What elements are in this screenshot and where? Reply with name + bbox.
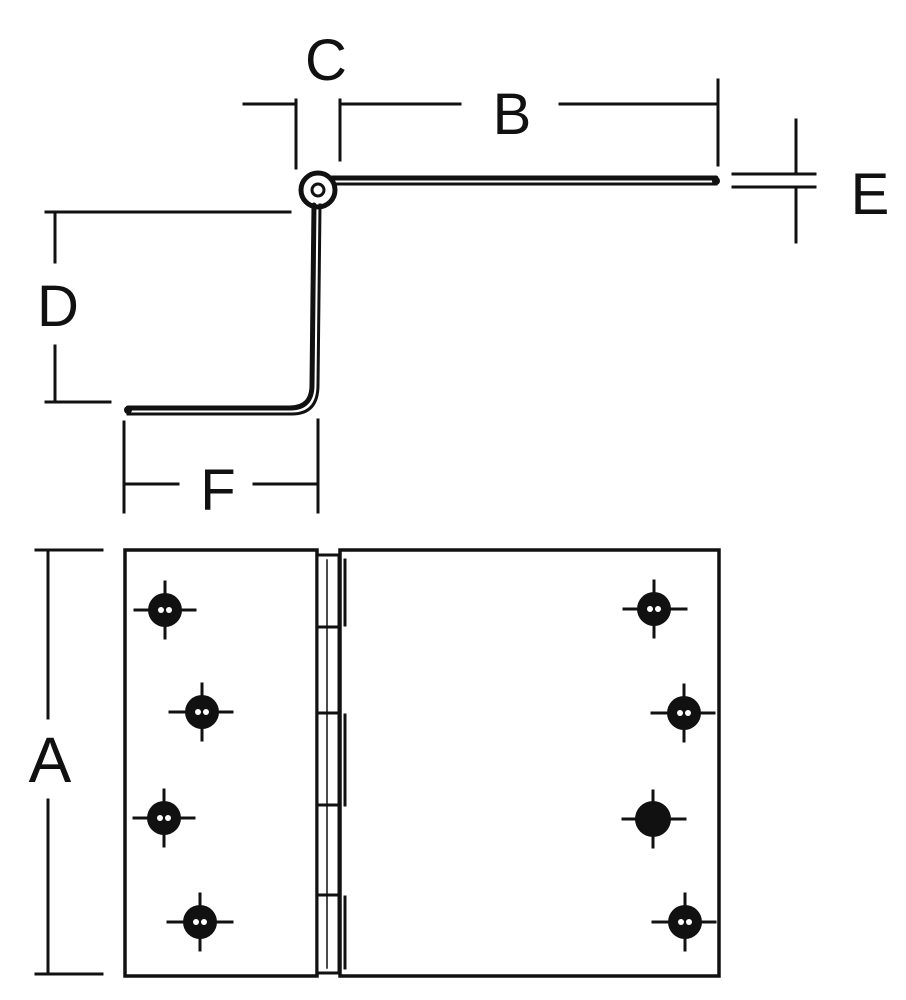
- dimension-d: D: [37, 210, 292, 404]
- dimension-f: F: [122, 418, 320, 523]
- left-leaf-holes: [132, 580, 234, 952]
- dimension-b: B: [338, 78, 720, 167]
- dimension-c: C: [242, 28, 347, 170]
- knuckle-segment: [315, 711, 341, 807]
- hinge-profile-view: C B E D: [37, 28, 889, 523]
- pin-icon: [310, 182, 326, 198]
- knuckle-segment: [315, 553, 341, 629]
- right-leaf-holes: [621, 579, 717, 952]
- screw-hole-icon: [621, 789, 687, 849]
- label-c: C: [305, 28, 347, 93]
- screw-hole-icon: [622, 579, 688, 639]
- knuckle-segment: [315, 803, 341, 897]
- leaf-end-dot: [124, 406, 132, 414]
- bent-leaf-profile: [125, 202, 317, 411]
- screw-hole-icon: [133, 580, 197, 640]
- screw-hole-icon: [166, 892, 234, 952]
- knuckle-segment: [315, 625, 341, 715]
- screw-hole-icon: [132, 788, 196, 848]
- dimension-a: A: [29, 548, 104, 976]
- screw-hole-icon: [168, 682, 234, 742]
- leaf-end-dot: [712, 177, 720, 185]
- label-e: E: [851, 162, 890, 227]
- bent-leaf-profile-inner: [126, 203, 322, 416]
- hinge-front-view: A: [29, 548, 721, 978]
- screw-hole-icon: [651, 892, 717, 952]
- screw-hole-icon: [650, 683, 716, 743]
- knuckle-segment: [315, 893, 341, 975]
- hinge-barrel: [315, 553, 347, 975]
- label-d: D: [37, 274, 79, 339]
- label-a: A: [29, 724, 72, 796]
- dimension-e: E: [731, 118, 890, 244]
- label-f: F: [200, 458, 235, 523]
- label-b: B: [493, 82, 532, 147]
